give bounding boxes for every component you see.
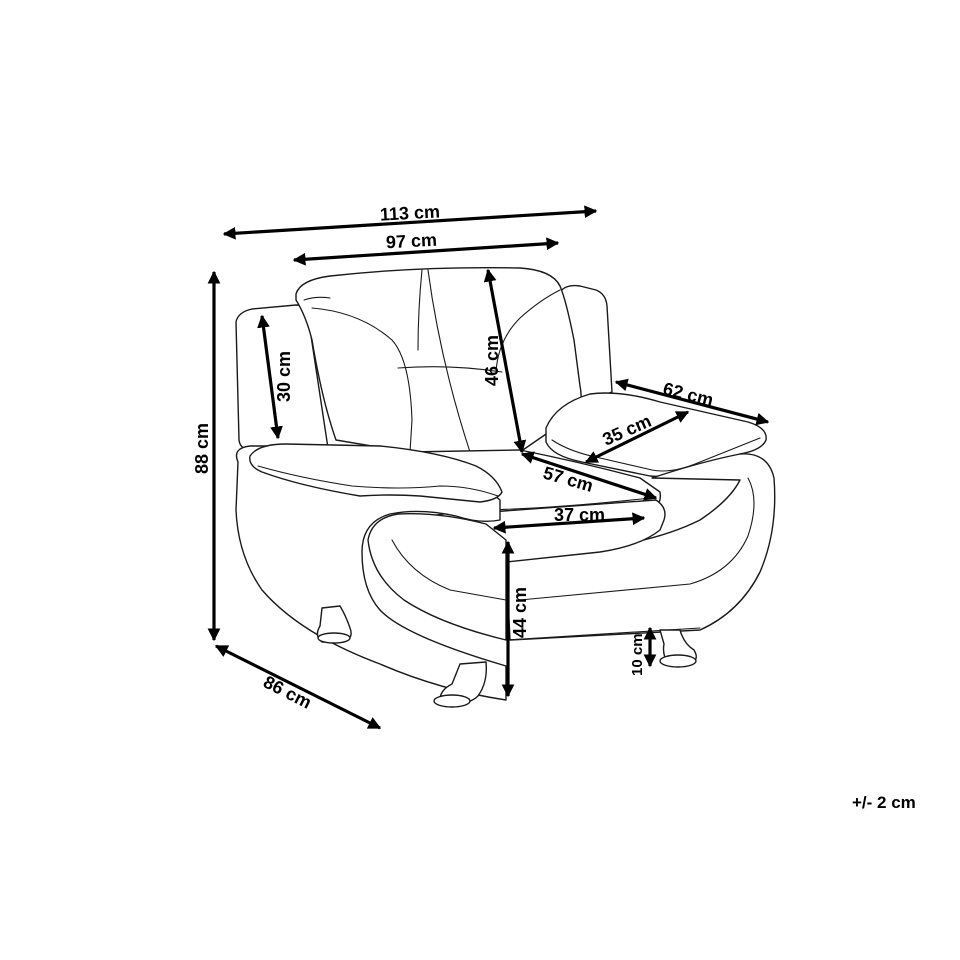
left-armrest-pad xyxy=(249,443,503,503)
label-overall-width: 113 cm xyxy=(379,201,440,224)
backrest-seam-top xyxy=(303,296,331,301)
label-seat-front-width: 37 cm xyxy=(554,505,605,525)
label-overall-depth: 86 cm xyxy=(260,672,315,713)
right-arm-inner-seam xyxy=(519,477,755,601)
leg-front-left-foot xyxy=(433,694,471,708)
dim-armrest-length-line xyxy=(614,378,770,426)
leg-back-left-foot xyxy=(317,632,351,644)
dim-armrest-height-line xyxy=(257,314,283,440)
label-seat-width: 97 cm xyxy=(385,230,437,253)
label-overall-height: 88 cm xyxy=(192,423,212,474)
backrest-seam-vertical-2 xyxy=(417,269,423,351)
dim-seat-width-line xyxy=(292,237,560,266)
label-leg-height: 10 cm xyxy=(629,633,646,676)
right-arm-body xyxy=(505,453,776,641)
tolerance-note: +/- 2 cm xyxy=(852,793,916,812)
backrest xyxy=(295,266,582,453)
dim-overall-depth-line xyxy=(214,644,382,730)
backrest-seam-vertical-1 xyxy=(427,269,471,453)
leg-front-right-foot xyxy=(659,654,697,668)
backrest-seam-curve-left xyxy=(311,307,413,453)
left-arm-inner-seam xyxy=(391,539,507,601)
left-armrest-piping xyxy=(257,465,499,497)
dim-seat-depth-line xyxy=(520,451,658,501)
label-armrest-height: 30 cm xyxy=(274,351,294,402)
dim-overall-width-line xyxy=(222,205,598,240)
label-backrest-height: 46 cm xyxy=(482,335,502,386)
dim-backrest-height-line xyxy=(483,268,527,454)
dimension-lines xyxy=(207,205,770,730)
armchair-drawing xyxy=(235,266,776,708)
dim-seat-front-width-line xyxy=(492,512,646,534)
label-seat-height: 44 cm xyxy=(510,587,530,638)
